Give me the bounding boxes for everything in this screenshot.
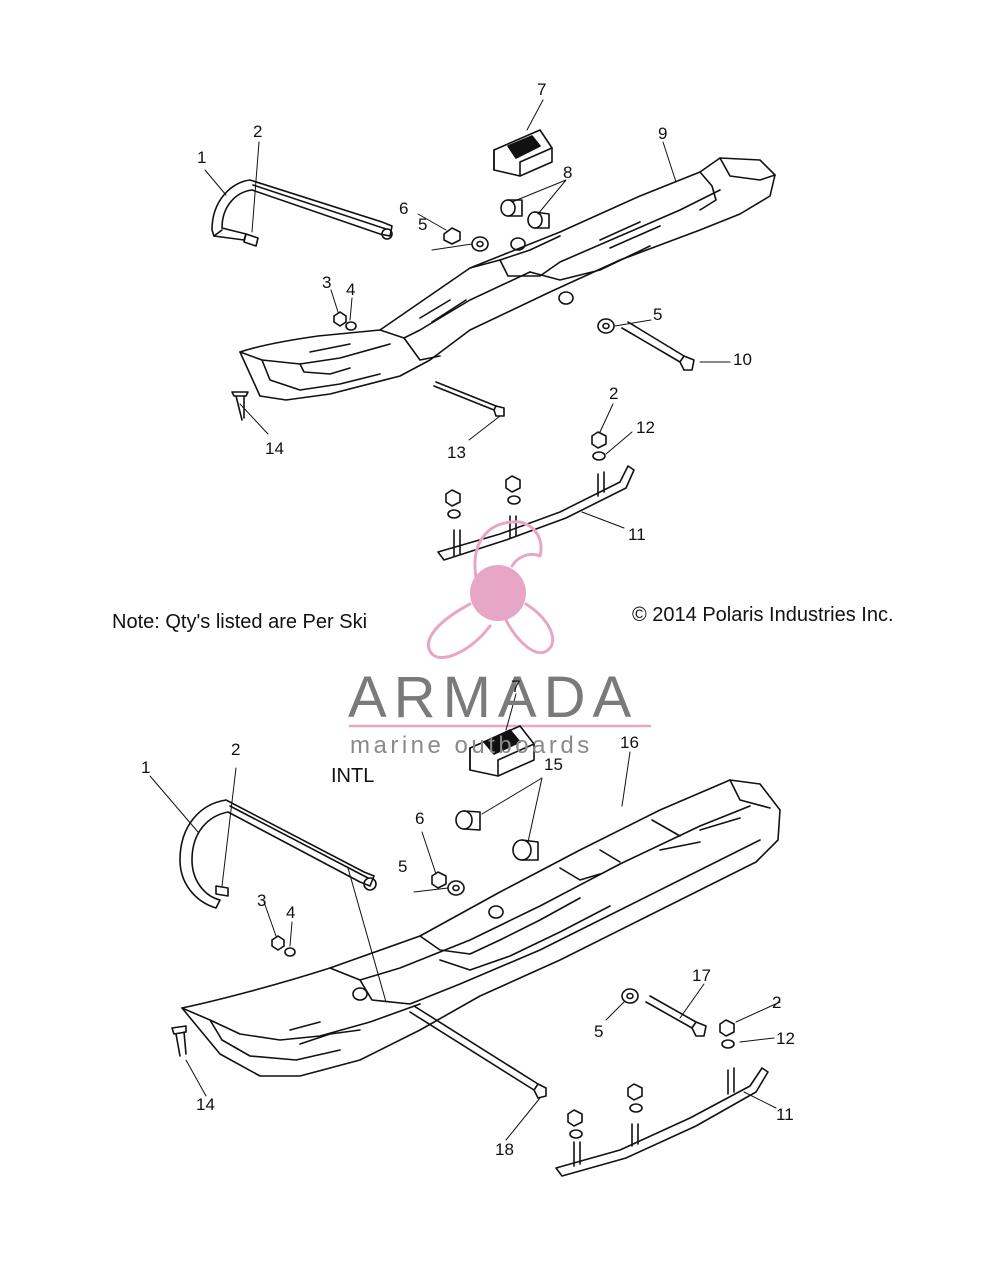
top-bolt-13 <box>433 381 505 417</box>
callout-bottom-15: 15 <box>544 755 563 774</box>
callout-top-4: 4 <box>346 280 356 299</box>
top-ski-clamp <box>243 233 259 247</box>
callout-top-14: 14 <box>265 439 284 458</box>
bottom-ski-loop <box>179 799 377 909</box>
bottom-leader-lines <box>149 693 781 1141</box>
note-qty-per-ski: Note: Qty's listed are Per Ski <box>112 611 368 633</box>
armada-logo-icon <box>427 520 555 659</box>
bottom-runner <box>555 1067 769 1177</box>
bottom-ski-body <box>181 779 781 1077</box>
callout-top-5a: 5 <box>418 215 428 234</box>
top-bolt-14 <box>231 391 249 421</box>
bottom-wear-block <box>469 725 535 777</box>
callout-bottom-16: 16 <box>620 733 639 752</box>
top-leader-lines <box>204 99 731 529</box>
callout-bottom-5b: 5 <box>594 1022 604 1041</box>
bottom-ski-clamp <box>215 885 229 897</box>
top-washer-5a <box>471 236 489 252</box>
callout-bottom-4: 4 <box>286 903 296 922</box>
bottom-ski-assembly <box>171 725 781 1177</box>
callout-bottom-17: 17 <box>692 966 711 985</box>
callout-top-2: 2 <box>253 122 263 141</box>
copyright-text: © 2014 Polaris Industries Inc. <box>632 604 894 626</box>
callout-top-2b: 2 <box>609 384 619 403</box>
top-ski-loop <box>211 179 393 241</box>
callout-bottom-12: 12 <box>776 1029 795 1048</box>
callout-bottom-3: 3 <box>257 891 267 910</box>
intl-label: INTL <box>331 765 375 787</box>
callout-bottom-18: 18 <box>495 1140 514 1159</box>
callout-top-8: 8 <box>563 163 573 182</box>
callout-top-10: 10 <box>733 350 752 369</box>
callout-top-5b: 5 <box>653 305 663 324</box>
top-bushings <box>500 199 550 229</box>
callout-bottom-5a: 5 <box>398 857 408 876</box>
top-bolt-10 <box>621 321 695 371</box>
bottom-bushings <box>455 810 539 861</box>
callout-bottom-2b: 2 <box>772 993 782 1012</box>
bottom-bolt-17 <box>645 995 707 1037</box>
callout-top-3: 3 <box>322 273 332 292</box>
callout-bottom-7: 7 <box>511 677 521 696</box>
callout-top-1: 1 <box>197 148 207 167</box>
armada-tagline-text: marine outboards <box>350 732 593 759</box>
callout-top-6: 6 <box>399 199 409 218</box>
top-ski-assembly <box>211 129 776 561</box>
callout-top-7: 7 <box>537 80 547 99</box>
callout-top-13: 13 <box>447 443 466 462</box>
armada-brand-text: ARMADA <box>348 665 639 730</box>
callout-bottom-14: 14 <box>196 1095 215 1114</box>
top-wear-block <box>493 129 553 177</box>
callout-bottom-6: 6 <box>415 809 425 828</box>
bottom-bolt-18 <box>409 1005 547 1099</box>
bottom-bolt-14 <box>171 1025 187 1057</box>
top-ski-body <box>239 157 776 401</box>
callout-top-9: 9 <box>658 124 668 143</box>
callout-top-12: 12 <box>636 418 655 437</box>
top-runner <box>437 465 635 561</box>
callout-bottom-2: 2 <box>231 740 241 759</box>
top-nut-6 <box>443 227 461 245</box>
callout-top-11: 11 <box>628 525 646 544</box>
callout-bottom-1: 1 <box>141 758 151 777</box>
callout-bottom-11: 11 <box>776 1105 794 1124</box>
